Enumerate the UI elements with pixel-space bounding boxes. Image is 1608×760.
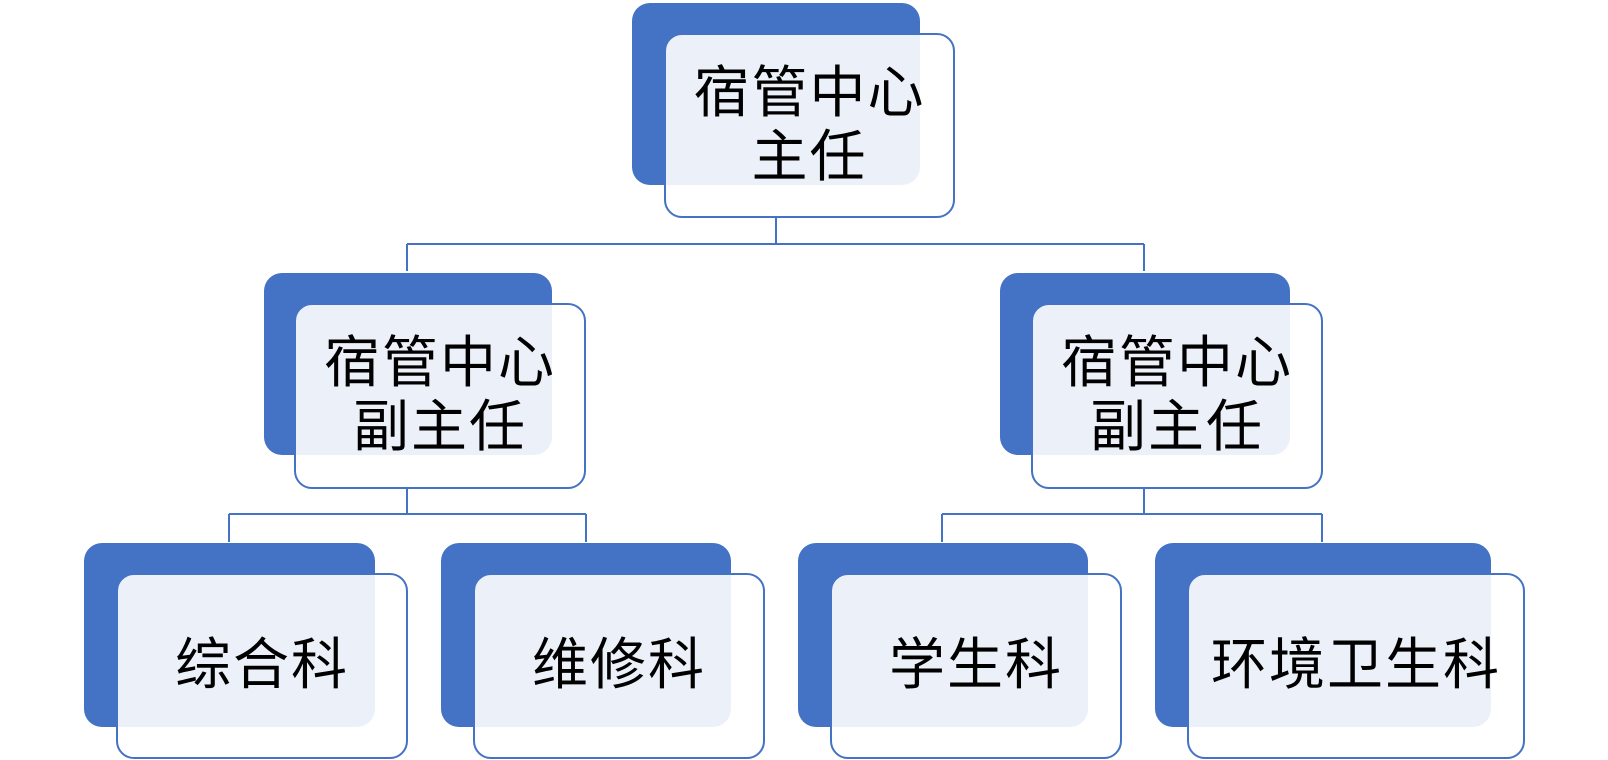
node-department-3: 学生科 [798, 543, 1122, 759]
node-deputy-left-line-1: 宿管中心 [324, 331, 556, 396]
node-department-1: 综合科 [84, 543, 408, 759]
connector-root-to-deputies [406, 217, 1145, 271]
connector-right-deputy-to-departments [941, 487, 1323, 542]
node-deputy-left-box: 宿管中心 副主任 [294, 303, 586, 489]
node-department-3-label: 学生科 [889, 633, 1063, 698]
node-deputy-left-line-2: 副主任 [353, 395, 527, 460]
node-department-2: 维修科 [441, 543, 765, 759]
node-department-1-box: 综合科 [116, 573, 408, 759]
node-deputy-right: 宿管中心 副主任 [1000, 273, 1324, 489]
node-department-2-label: 维修科 [532, 633, 706, 698]
connector-left-deputy-to-departments [228, 487, 587, 542]
node-root: 宿管中心 主任 [632, 3, 955, 218]
node-deputy-right-box: 宿管中心 副主任 [1031, 303, 1323, 489]
node-department-3-box: 学生科 [830, 573, 1122, 759]
node-root-box: 宿管中心 主任 [664, 33, 955, 218]
node-department-2-box: 维修科 [473, 573, 765, 759]
node-deputy-right-line-2: 副主任 [1090, 395, 1264, 460]
node-department-4-box: 环境卫生科 [1187, 573, 1525, 759]
node-root-line-1: 宿管中心 [693, 60, 926, 126]
node-deputy-left: 宿管中心 副主任 [264, 273, 587, 489]
node-department-1-label: 综合科 [175, 633, 349, 698]
node-department-4-label: 环境卫生科 [1211, 633, 1501, 698]
node-root-line-2: 主任 [751, 124, 868, 190]
node-department-4: 环境卫生科 [1155, 543, 1525, 759]
node-deputy-right-line-1: 宿管中心 [1061, 331, 1293, 396]
